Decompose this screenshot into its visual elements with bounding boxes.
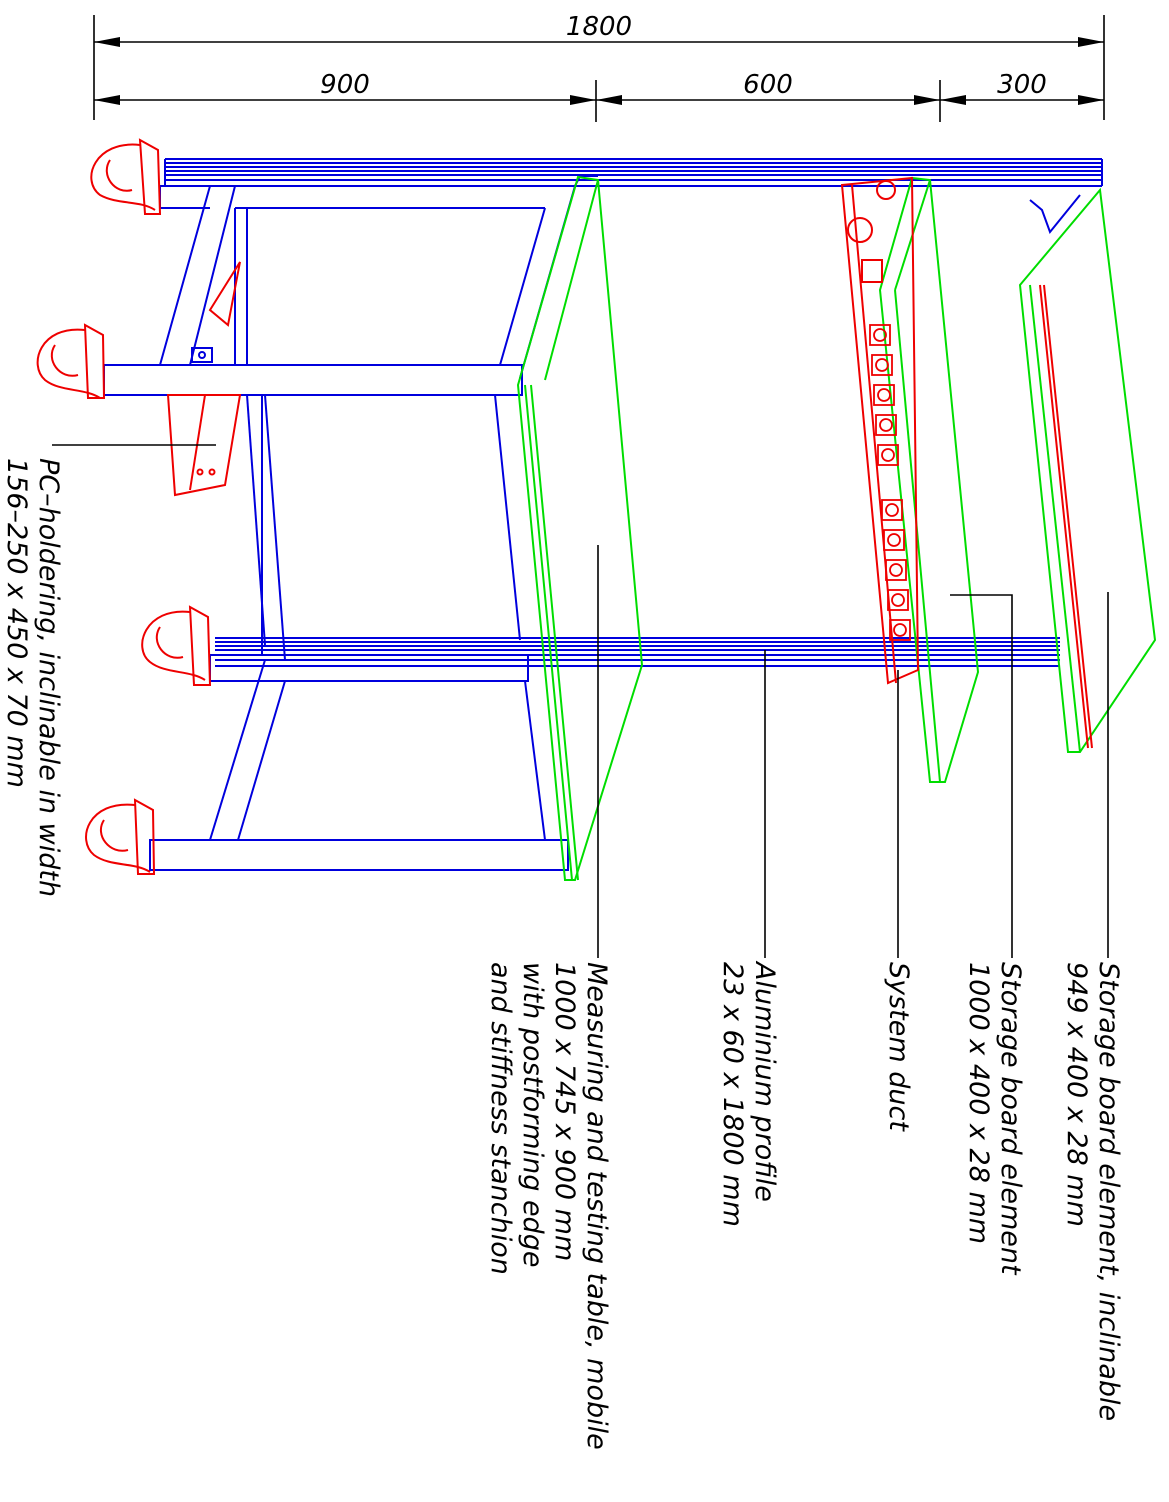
label-profile-line1: Aluminium profile bbox=[749, 960, 780, 1202]
dimension-segment-a: 900 bbox=[320, 70, 370, 100]
caster-wheel-icon bbox=[36, 323, 106, 399]
dimension-segment-b: 600 bbox=[743, 70, 793, 100]
label-table: Measuring and testing table, mobile 1000… bbox=[485, 962, 612, 1450]
leader-lines bbox=[52, 444, 1109, 958]
aluminium-profile-bottom bbox=[215, 637, 1060, 667]
system-duct-sockets bbox=[869, 324, 911, 641]
caster-wheel-icon bbox=[141, 605, 212, 686]
label-storage-board-inclinable-line2: 949 x 400 x 28 mm bbox=[1061, 962, 1092, 1227]
label-pc-holder: PC–holdering, inclinable in width 156–25… bbox=[1, 458, 64, 897]
aluminium-profile-top bbox=[164, 158, 1103, 187]
label-storage-board-inclinable-line1: Storage board element, inclinable bbox=[1093, 962, 1124, 1421]
power-socket-icon bbox=[877, 444, 899, 466]
pc-holder-bracket bbox=[191, 347, 213, 363]
label-table-line2: 1000 x 745 x 900 mm bbox=[549, 962, 580, 1261]
label-duct-line1: System duct bbox=[883, 962, 914, 1132]
dimension-lines bbox=[93, 15, 1105, 122]
power-socket-icon bbox=[885, 559, 907, 581]
dimension-segment-c: 300 bbox=[997, 70, 1047, 100]
label-storage-board-line2: 1000 x 400 x 28 mm bbox=[963, 962, 994, 1244]
storage-board-inclinable bbox=[1018, 187, 1157, 753]
power-socket-icon bbox=[887, 589, 909, 611]
power-socket-icon bbox=[871, 354, 893, 376]
label-profile: Aluminium profile 23 x 60 x 1800 mm bbox=[717, 960, 780, 1227]
power-socket-icon bbox=[889, 619, 911, 641]
label-storage-board: Storage board element 1000 x 400 x 28 mm bbox=[963, 962, 1026, 1276]
storage-board bbox=[878, 176, 980, 783]
pc-holder bbox=[166, 261, 242, 497]
label-table-line4: and stiffness stanchion bbox=[485, 962, 516, 1275]
caster-wheel-icon bbox=[90, 138, 162, 215]
measuring-table-top bbox=[516, 175, 644, 881]
label-table-line1: Measuring and testing table, mobile bbox=[581, 962, 612, 1450]
table-frame bbox=[103, 175, 598, 871]
label-profile-line2: 23 x 60 x 1800 mm bbox=[717, 962, 748, 1227]
power-socket-icon bbox=[875, 414, 897, 436]
dimension-total: 1800 bbox=[566, 12, 632, 42]
power-socket-icon bbox=[869, 324, 891, 346]
label-pc-holder-line1: PC–holdering, inclinable in width bbox=[33, 458, 64, 897]
label-storage-board-line1: Storage board element bbox=[995, 962, 1026, 1276]
label-table-line3: with postforming edge bbox=[517, 962, 548, 1267]
power-socket-icon bbox=[883, 529, 905, 551]
label-duct: System duct bbox=[883, 962, 914, 1132]
label-pc-holder-line2: 156–250 x 450 x 70 mm bbox=[1, 458, 32, 788]
label-storage-board-inclinable: Storage board element, inclinable 949 x … bbox=[1061, 962, 1124, 1421]
power-socket-icon bbox=[873, 384, 895, 406]
caster-wheel-icon bbox=[85, 798, 156, 875]
power-socket-icon bbox=[881, 499, 903, 521]
